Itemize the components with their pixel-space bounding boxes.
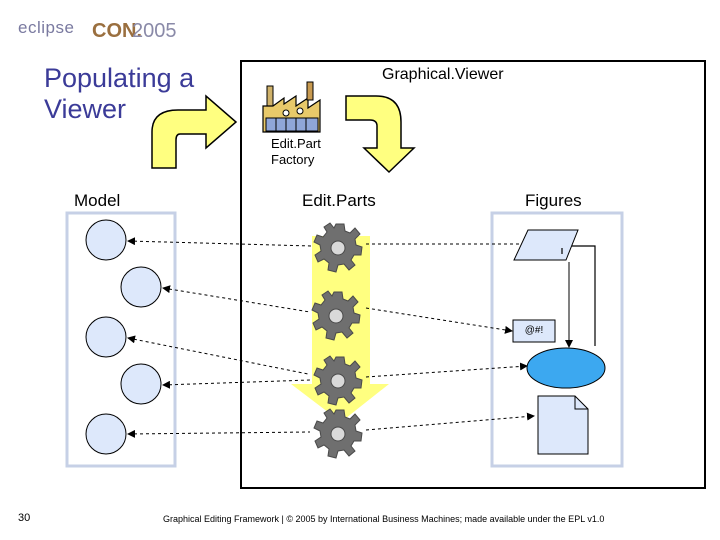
con-logo-year: 2005 [132,20,177,42]
figure-document [537,395,589,455]
editpart-figure-link [365,362,528,378]
slide-number: 30 [18,512,31,524]
factory-icon [262,81,321,133]
model-editpart-link [127,237,313,247]
figure-hierarchy [561,245,596,346]
editpart-figure-link [365,412,535,431]
curved-arrow-right [151,94,238,169]
model-node [85,413,127,455]
model-editpart-link [127,429,311,438]
curved-arrow-down [345,95,416,174]
model-node [85,219,127,261]
editparts-column-label: Edit.Parts [302,191,376,210]
graphical-viewer-label: Graphical.Viewer [382,66,504,83]
model-editpart-link [127,335,309,375]
con-logo-text: CON. [92,20,142,42]
editpart-figure-link [365,307,513,334]
footer-text: Graphical Editing Framework | © 2005 by … [163,514,605,524]
model-editpart-link [162,379,311,389]
model-node [120,266,162,308]
graphical-viewer-frame [240,60,706,489]
figure-label-box [512,319,556,343]
editpart-factory-label: Edit.Part Factory [271,136,321,167]
figure-label-text: @#! [524,325,544,336]
slide-title: Populating a Viewer [44,63,195,124]
figure-ellipse [526,347,606,389]
model-node [85,316,127,358]
gear-icon [313,408,363,459]
model-editpart-link [162,285,311,313]
model-node [120,363,162,405]
model-column-label: Model [74,191,121,210]
figures-column-label: Figures [525,191,582,210]
eclipse-logo-text: eclipse [18,18,75,37]
